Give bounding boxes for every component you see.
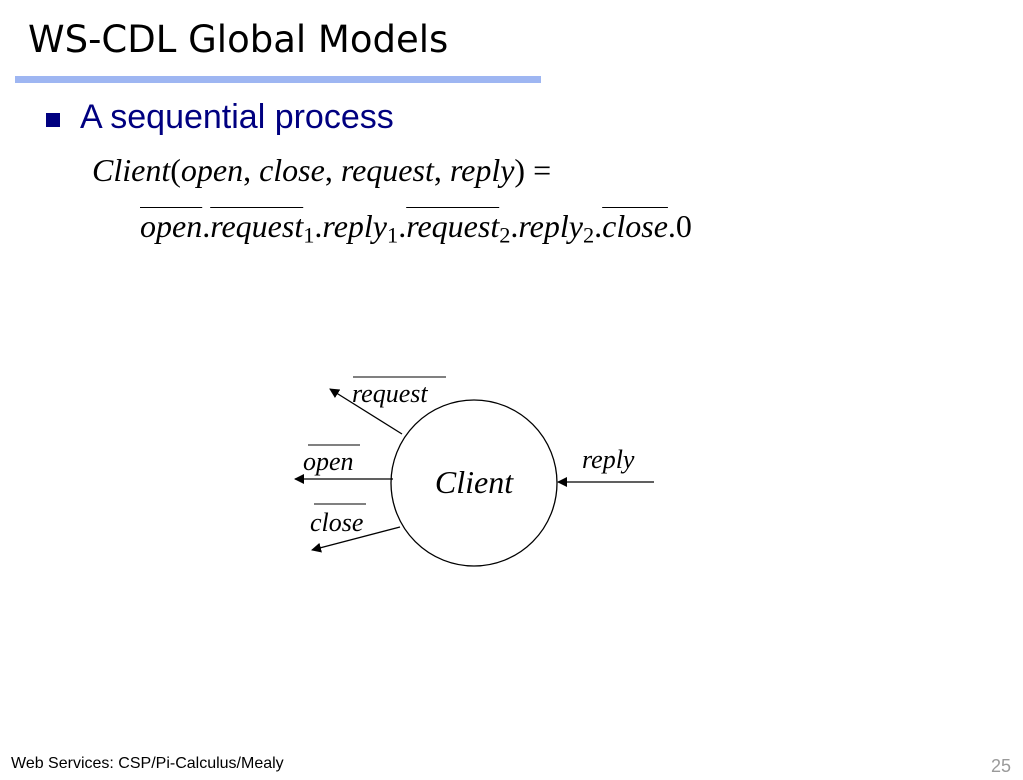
sub-1a: 1	[303, 222, 315, 248]
open-label: open	[303, 447, 354, 476]
arg-request: request	[340, 152, 434, 188]
arg-reply: reply	[449, 152, 515, 188]
open-paren: (	[170, 152, 181, 188]
term-request-1: request	[210, 208, 304, 244]
term-zero: 0	[675, 208, 692, 244]
sub-1b: 1	[386, 222, 399, 248]
bullet-text: A sequential process	[80, 98, 394, 136]
arg-close: close	[259, 152, 325, 188]
title-underline	[15, 76, 541, 83]
request-arrow	[329, 388, 403, 435]
term-close: close	[602, 208, 668, 244]
arg-open: open	[180, 152, 244, 188]
equals-sign: =	[525, 152, 552, 188]
close-label: close	[310, 508, 363, 537]
bullet-square-icon	[46, 113, 60, 127]
sub-2a: 2	[499, 222, 511, 248]
request-label: request	[352, 379, 428, 408]
term-reply-2: reply	[518, 208, 583, 244]
slide-title: WS-CDL Global Models	[28, 18, 449, 61]
sub-2b: 2	[582, 222, 595, 248]
equation-line-1: Client(open, close, request, reply) =	[92, 152, 552, 188]
process-name: Client	[92, 152, 171, 188]
client-node-label: Client	[435, 464, 514, 500]
close-arrow	[311, 526, 401, 553]
footer-text: Web Services: CSP/Pi-Calculus/Mealy	[11, 755, 284, 772]
close-paren: )	[514, 152, 526, 188]
term-open: open	[140, 208, 203, 244]
term-reply-1: reply	[322, 208, 387, 244]
term-request-2: request	[406, 208, 500, 244]
page-number: 25	[990, 756, 1011, 776]
equation-line-2: open.request1.reply1.request2.reply2.clo…	[140, 208, 692, 248]
reply-label: reply	[582, 445, 635, 474]
